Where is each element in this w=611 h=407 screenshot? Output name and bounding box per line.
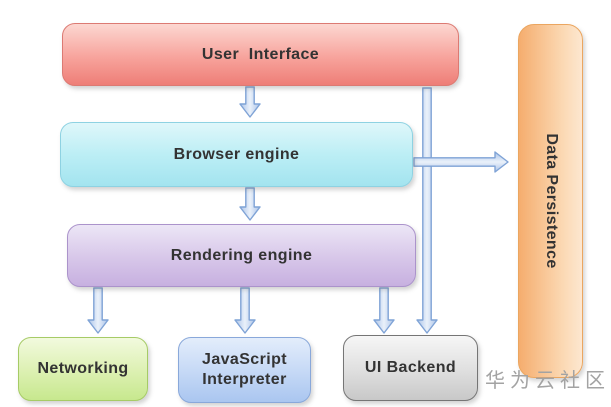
node-networking-label: Networking: [37, 360, 129, 377]
arrow-user_interface-to-browser_engine: [239, 86, 261, 118]
arrow-rendering_engine-to-javascript_interpreter: [234, 287, 256, 334]
node-rendering-engine: Rendering engine: [67, 224, 416, 287]
arrow-browser_engine-to-rendering_engine: [239, 187, 261, 221]
node-rendering-engine-label: Rendering engine: [170, 246, 313, 264]
node-javascript-interpreter: JavaScript Interpreter: [178, 337, 311, 403]
arrow-rendering_engine-to-ui_backend: [373, 287, 395, 334]
arrow-browser_engine-to-data_persistence: [413, 151, 509, 173]
node-user-interface: User Interface: [62, 23, 459, 86]
node-networking: Networking: [18, 337, 148, 401]
node-ui-backend-label: UI Backend: [364, 359, 457, 376]
node-javascript-interpreter-label: JavaScript Interpreter: [202, 351, 287, 388]
watermark-text: 华为云社区: [485, 370, 610, 392]
node-data-persistence: Data Persistence: [518, 24, 583, 378]
node-browser-engine-label: Browser engine: [173, 145, 300, 163]
node-user-interface-label: User Interface: [201, 45, 320, 63]
node-data-persistence-label: Data Persistence: [542, 133, 560, 269]
arrow-user_interface-to-ui_backend: [416, 87, 438, 334]
node-ui-backend: UI Backend: [343, 335, 478, 401]
arrow-rendering_engine-to-networking: [87, 287, 109, 334]
node-browser-engine: Browser engine: [60, 122, 413, 187]
